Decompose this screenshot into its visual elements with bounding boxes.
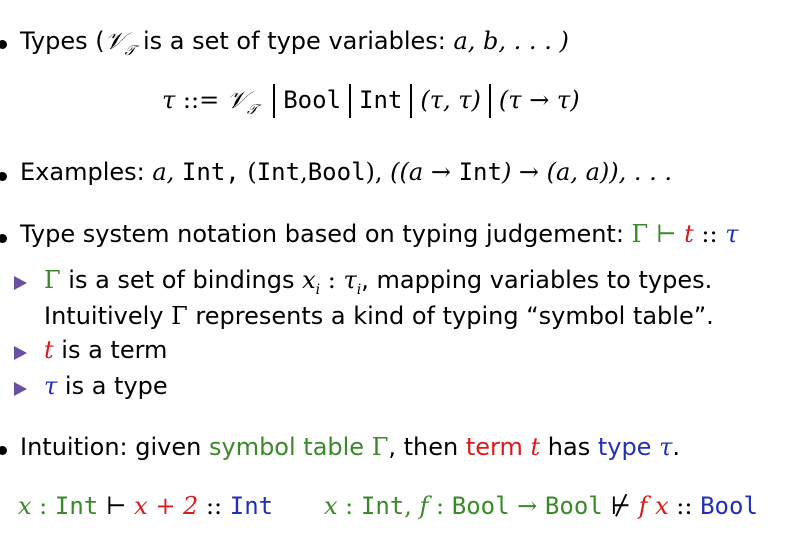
sub1-colon: :	[320, 266, 344, 294]
grammar-arrow: (τ → τ)	[498, 86, 580, 114]
examples-line: Examples: a, Int, (Int,Bool), ((a → Int)…	[20, 158, 672, 186]
intuition-gamma: Γ	[371, 433, 389, 461]
sub3-text: is a type	[57, 372, 168, 400]
judgement-example-2: x : Int, f : Bool → Bool ⊬ f x :: Bool	[324, 492, 758, 520]
grammar-bool: Bool	[283, 86, 342, 114]
j2-not-turnstile: ⊬	[602, 492, 639, 520]
intuition-line: Intuition: given symbol table Γ, then te…	[20, 433, 680, 461]
j2-colon2: :	[428, 492, 452, 520]
grammar-bar	[488, 84, 491, 118]
bullet-intuition	[0, 446, 7, 455]
grammar-assign: ::=	[182, 86, 220, 114]
types-rest: is a set of type variables:	[135, 27, 454, 55]
triangle-bullet	[14, 346, 27, 360]
example-pair-open: (	[247, 158, 257, 186]
j1-type: Int	[229, 492, 274, 520]
sub1-tau-sub: i	[356, 282, 362, 298]
triangle-bullet	[14, 276, 27, 290]
sub-type-line: τ is a type	[44, 372, 168, 400]
intuition-t: t	[530, 433, 541, 461]
j1-colon: :	[31, 492, 55, 520]
sub2-t: t	[44, 336, 54, 364]
notation-colons: ::	[701, 220, 718, 248]
grammar-pair: (τ, τ)	[420, 86, 481, 114]
j2-type: Bool	[700, 492, 758, 520]
intuition-then: , then	[388, 433, 466, 461]
example-pair-bool: Bool	[307, 158, 366, 186]
sub1-line2b: represents a kind of typing “symbol tabl…	[187, 302, 714, 330]
notation-type: τ	[725, 220, 739, 248]
sub1-text2: , mapping variables to types.	[361, 266, 713, 294]
triangle-bullet	[14, 382, 27, 396]
intuition-label: Intuition: given	[20, 433, 209, 461]
j2-bool2: Bool	[544, 492, 603, 520]
sub3-tau: τ	[44, 372, 58, 400]
example-fn-int: Int	[458, 158, 502, 186]
grammar-bar	[273, 84, 276, 118]
sub-bindings-line2: Intuitively Γ represents a kind of typin…	[44, 302, 714, 330]
intuition-dot: .	[672, 433, 680, 461]
bullet-notation	[0, 234, 7, 243]
sub1-line2a: Intuitively	[44, 302, 172, 330]
sub-bindings-line1: Γ is a set of bindings xi : τi, mapping …	[44, 266, 713, 298]
j2-arrow: →	[509, 492, 545, 520]
example-fn-close: ) → (a, a)), . . .	[501, 158, 673, 186]
j1-turnstile: ⊢	[98, 492, 135, 520]
example-pair-int: Int	[256, 158, 301, 186]
notation-label: Type system notation based on typing jud…	[20, 220, 632, 248]
bullet-examples	[0, 172, 7, 181]
grammar-bar	[349, 84, 352, 118]
j2-f: f	[419, 492, 429, 520]
grammar-tau: τ	[162, 86, 176, 114]
sub1-text1: is a set of bindings	[60, 266, 303, 294]
bullet-types	[0, 40, 7, 49]
notation-line: Type system notation based on typing jud…	[20, 220, 739, 248]
sub2-text: is a term	[53, 336, 168, 364]
sub1-line2-gamma: Γ	[171, 302, 188, 330]
j1-int: Int	[54, 492, 99, 520]
notation-gamma: Γ ⊢	[631, 220, 677, 248]
intuition-term: term	[465, 433, 531, 461]
sub-term-line: t is a term	[44, 336, 167, 364]
example-int: Int,	[181, 158, 240, 186]
j1-colons: ::	[198, 492, 230, 520]
grammar-int: Int	[359, 86, 403, 114]
j2-x: x	[324, 492, 338, 520]
examples-label: Examples:	[20, 158, 153, 186]
example-pair-comma: ,	[300, 158, 308, 186]
intuition-tau: τ	[659, 433, 673, 461]
j2-bool: Bool	[451, 492, 510, 520]
sub1-gamma: Γ	[44, 266, 61, 294]
intuition-type: type	[597, 433, 660, 461]
types-label: Types (	[20, 27, 105, 55]
example-a: a,	[152, 158, 175, 186]
j2-int: Int	[360, 492, 405, 520]
sub1-x-sub: i	[315, 282, 321, 298]
types-vt: 𝒱	[104, 27, 125, 55]
judgement-example-1: x : Int ⊢ x + 2 :: Int	[18, 492, 273, 520]
j2-colons: ::	[668, 492, 701, 520]
example-pair-close: ),	[365, 158, 383, 186]
grammar-bar	[410, 84, 413, 118]
grammar-vt: 𝒱	[226, 86, 247, 114]
intuition-symtab: symbol table	[208, 433, 372, 461]
types-vt-sub: 𝒯	[124, 43, 136, 59]
j2-fx: f x	[638, 492, 669, 520]
grammar-vt-sub: 𝒯	[246, 102, 258, 118]
notation-term: t	[684, 220, 694, 248]
j1-x: x	[18, 492, 32, 520]
types-vars: a, b, . . . )	[453, 27, 569, 55]
intuition-has: has	[540, 433, 598, 461]
types-line: Types (𝒱𝒯 is a set of type variables: a,…	[20, 27, 569, 59]
j2-colon: :	[337, 492, 361, 520]
j2-comma: ,	[404, 492, 420, 520]
sub1-x: x	[302, 266, 316, 294]
example-fn-open: ((a →	[390, 158, 459, 186]
sub1-tau: τ	[343, 266, 357, 294]
type-grammar: τ ::= 𝒱𝒯 Bool Int (τ, τ) (τ → τ)	[162, 84, 580, 118]
j1-expr: x + 2	[134, 492, 199, 520]
